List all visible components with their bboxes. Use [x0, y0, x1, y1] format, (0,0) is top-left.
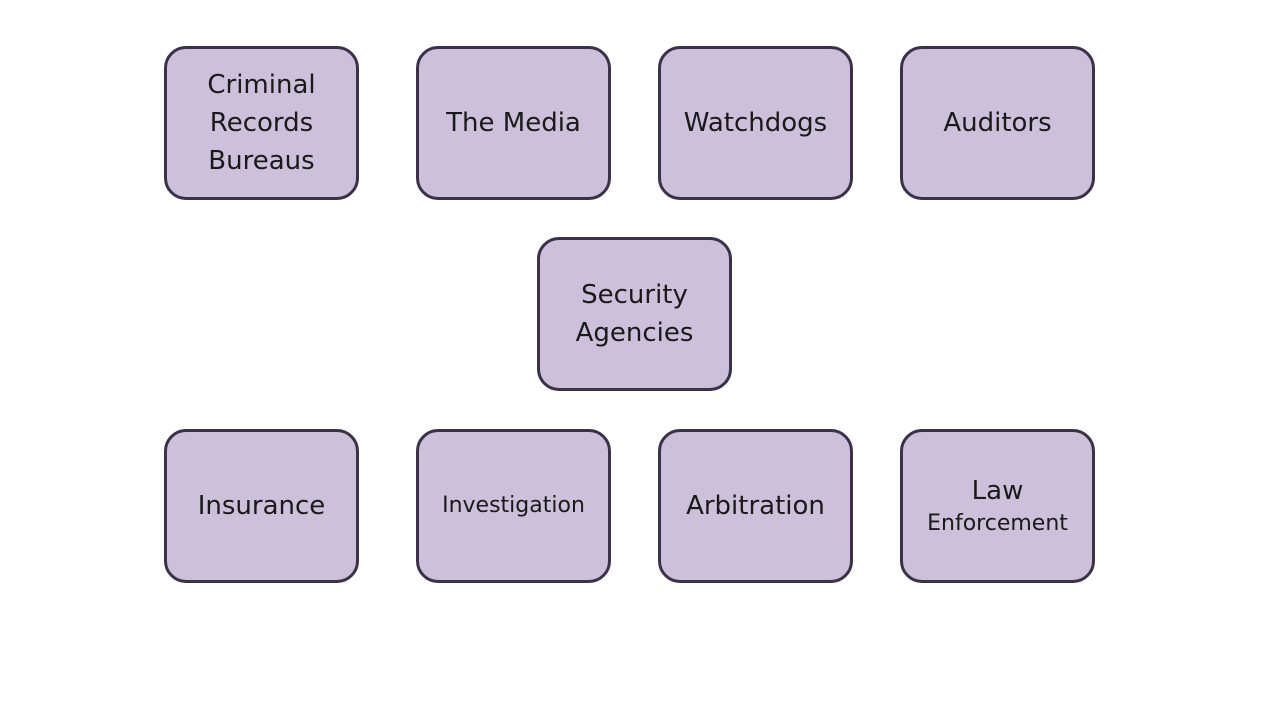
node-label-line: Auditors [943, 108, 1052, 138]
node-label-line: Law [971, 476, 1024, 506]
node-label-line: Watchdogs [683, 108, 828, 138]
node-auditors: Auditors [900, 46, 1095, 200]
node-arbitration: Arbitration [658, 429, 853, 583]
node-law-enforcement: Law Enforcement [900, 429, 1095, 583]
node-the-media: The Media [416, 46, 611, 200]
node-label-line: Agencies [575, 318, 694, 348]
node-label-line: Investigation [442, 493, 585, 518]
node-security-agencies: Security Agencies [537, 237, 732, 391]
node-label-line: Arbitration [686, 491, 825, 521]
node-label-line: The Media [446, 108, 581, 138]
node-criminal-records-bureaus: Criminal Records Bureaus [164, 46, 359, 200]
node-label-line: Enforcement [927, 511, 1068, 536]
node-investigation: Investigation [416, 429, 611, 583]
node-label-line: Criminal [207, 70, 316, 100]
node-label-line: Records [209, 108, 314, 138]
node-label-line: Security [581, 280, 688, 310]
node-label-line: Insurance [197, 491, 326, 521]
node-insurance: Insurance [164, 429, 359, 583]
node-watchdogs: Watchdogs [658, 46, 853, 200]
node-label-line: Bureaus [208, 146, 315, 176]
